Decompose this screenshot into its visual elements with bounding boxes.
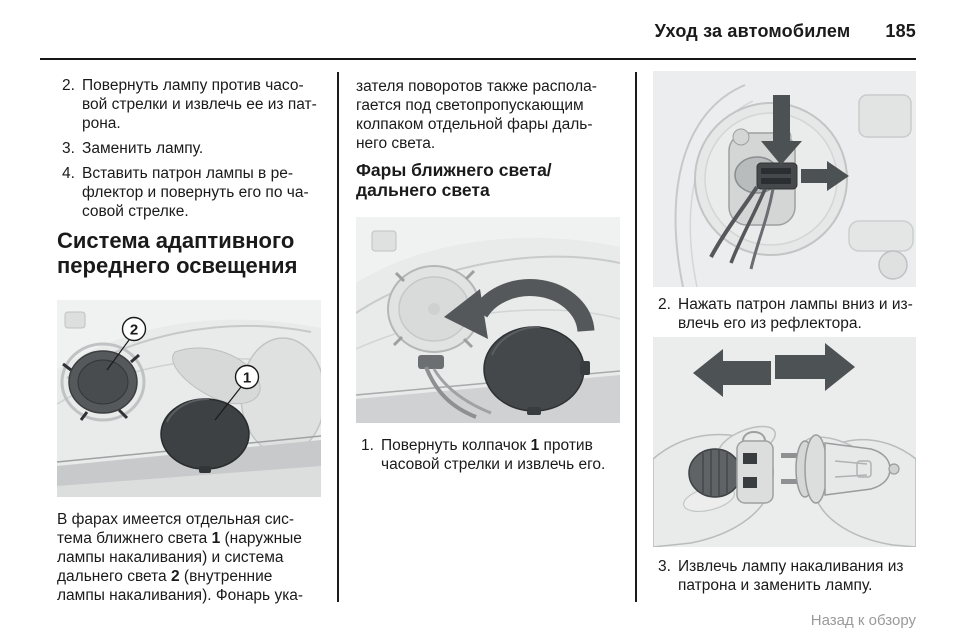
list-item: 2. Повернуть лампу против часо- вой стре… <box>57 76 321 133</box>
step-text: Извлечь лампу накаливания из патрона и з… <box>678 558 904 594</box>
headlight-cap-open-socket <box>387 265 492 419</box>
page-header: Уход за автомобилем 185 <box>655 21 916 42</box>
high-beam-cap-figure <box>356 217 620 423</box>
back-to-overview-link[interactable]: Назад к обзору <box>810 612 916 629</box>
step-list: 2. Нажать патрон лампы вниз и из- влечь … <box>653 295 916 333</box>
step-list: 3. Извлечь лампу накаливания из патрона … <box>653 557 916 595</box>
column-1: 2. Повернуть лампу против часо- вой стре… <box>57 73 321 618</box>
step-list: 2. Повернуть лампу против часо- вой стре… <box>57 76 321 221</box>
column-2: зателя поворотов также распола- гается п… <box>356 73 620 618</box>
counterclockwise-arrow-icon <box>444 279 595 339</box>
step-text: Повернуть колпачок 1 против часовой стре… <box>381 437 606 473</box>
headlight-cap-1 <box>160 397 250 473</box>
headlight-cap-dark <box>483 325 590 415</box>
right-arrow-icon <box>775 343 855 391</box>
callout-2: 2 <box>106 316 147 371</box>
step-number: 1. <box>361 437 374 454</box>
bulb-holder-removal-figure <box>653 71 916 287</box>
list-item: 4. Вставить патрон лампы в ре- флектор и… <box>57 164 321 221</box>
page-title: Уход за автомобилем <box>654 21 851 41</box>
page-number: 185 <box>885 21 916 41</box>
list-item: 3. Извлечь лампу накаливания из патрона … <box>653 557 916 595</box>
step-number: 2. <box>62 77 75 94</box>
step-text: Повернуть лампу против часо- вой стрелки… <box>82 77 317 132</box>
bulb-separation-figure <box>653 337 916 547</box>
section-heading-adaptive-lighting: Система адаптивного переднего освещения <box>57 228 298 278</box>
callout-label: 1 <box>243 370 251 387</box>
step-number: 3. <box>658 558 671 575</box>
callout-label: 2 <box>130 322 138 339</box>
step-text: Вставить патрон лампы в ре- флектор и по… <box>82 165 309 220</box>
description-paragraph: В фарах имеется отдельная сис- тема ближ… <box>57 511 304 604</box>
callout-1: 1 <box>214 364 260 421</box>
subsection-heading-low-high-beam: Фары ближнего света/ дальнего света <box>356 160 552 200</box>
continued-paragraph: зателя поворотов также распола- гается п… <box>356 78 597 152</box>
step-text: Заменить лампу. <box>82 140 204 157</box>
step-number: 2. <box>658 296 671 313</box>
bulb-socket <box>688 431 774 504</box>
step-number: 3. <box>62 140 75 157</box>
right-arrow-icon <box>801 161 849 191</box>
headlight-cap-2 <box>60 342 146 422</box>
column-3: 2. Нажать патрон лампы вниз и из- влечь … <box>653 71 916 618</box>
step-list: 1. Повернуть колпачок 1 против часовой с… <box>356 436 620 474</box>
header-rule <box>40 58 916 60</box>
column-divider-1 <box>337 72 339 602</box>
down-arrow-icon <box>761 95 802 165</box>
step-number: 4. <box>62 165 75 182</box>
halogen-bulb <box>781 434 900 504</box>
list-item: 1. Повернуть колпачок 1 против часовой с… <box>356 436 620 474</box>
step-text: Нажать патрон лампы вниз и из- влечь его… <box>678 296 913 332</box>
column-divider-2 <box>635 72 637 602</box>
left-arrow-icon <box>693 349 771 397</box>
list-item: 2. Нажать патрон лампы вниз и из- влечь … <box>653 295 916 333</box>
adaptive-front-lighting-figure: 2 1 <box>57 300 321 497</box>
list-item: 3. Заменить лампу. <box>57 139 321 158</box>
